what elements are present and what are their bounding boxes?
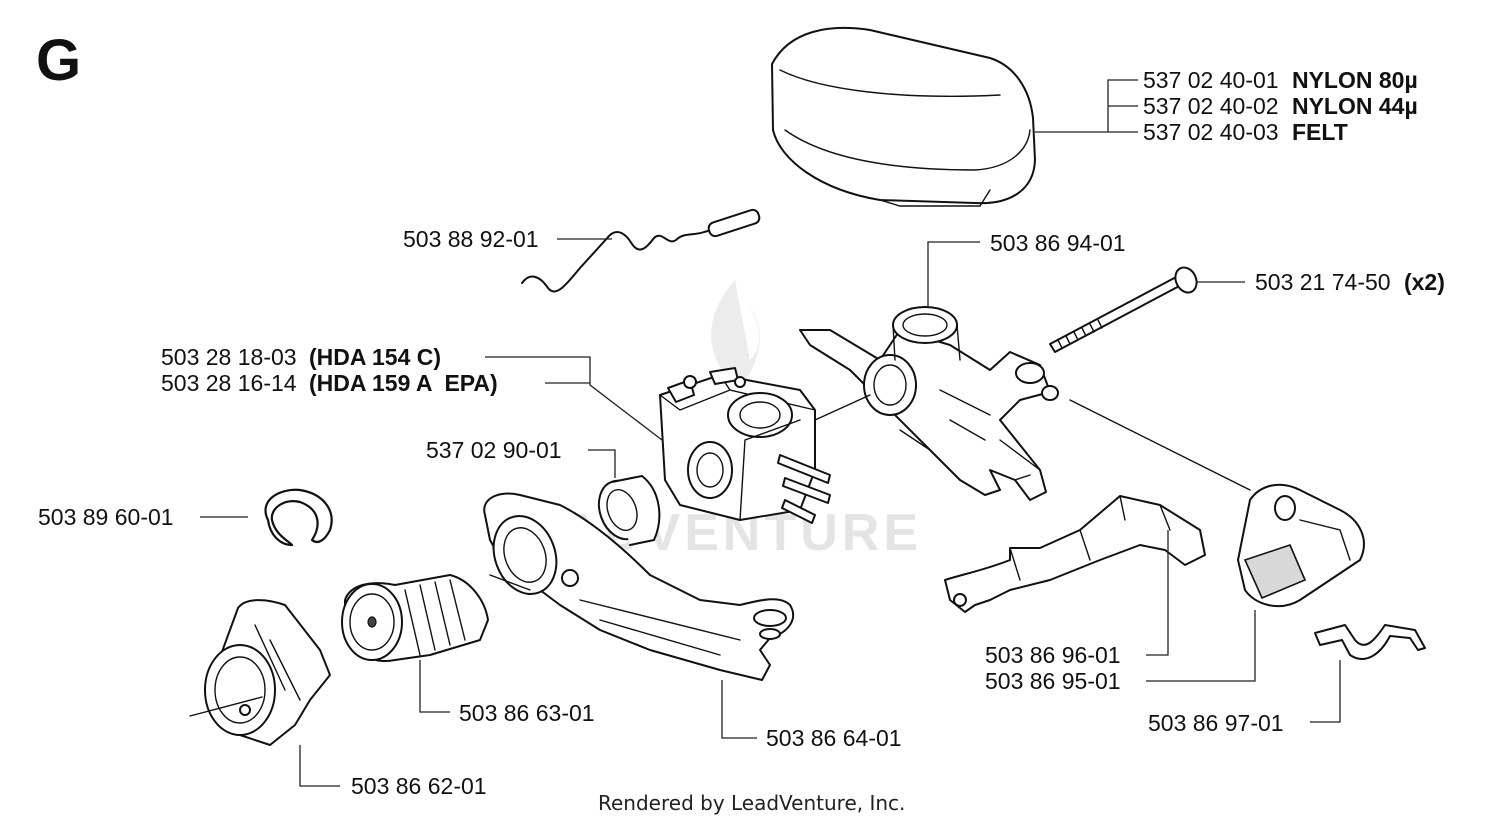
throttle-bracket-drawing[interactable] bbox=[1069, 399, 1365, 608]
part-desc: (HDA 159 A EPA) bbox=[309, 370, 498, 396]
part-number: 503 21 74-50 bbox=[1255, 269, 1391, 295]
screw-drawing[interactable] bbox=[1049, 264, 1201, 353]
footer-credit: Rendered by LeadVenture, Inc. bbox=[598, 791, 905, 815]
circlip-drawing[interactable] bbox=[264, 488, 333, 547]
label-carb-hda159: 503 28 16-14 (HDA 159 A EPA) bbox=[161, 370, 498, 396]
intake-boot-drawing[interactable] bbox=[341, 574, 489, 662]
air-filter-leaders bbox=[1035, 79, 1138, 133]
sleeve-leader bbox=[588, 449, 616, 478]
spring-clip-leader bbox=[1310, 660, 1341, 723]
label-carb-holder: 503 86 94-01 bbox=[990, 230, 1126, 256]
sleeve-drawing[interactable] bbox=[591, 474, 661, 546]
part-desc: NYLON 44µ bbox=[1292, 93, 1418, 119]
label-intake-flange: 503 86 64-01 bbox=[766, 725, 902, 751]
carb-leader bbox=[485, 356, 663, 441]
part-desc: FELT bbox=[1292, 119, 1348, 145]
label-air-filter-nylon44: 537 02 40-02 NYLON 44µ bbox=[1143, 93, 1418, 119]
bracket-leader bbox=[1146, 530, 1169, 656]
label-sleeve: 537 02 90-01 bbox=[426, 437, 562, 463]
label-air-filter-nylon80: 537 02 40-01 NYLON 80µ bbox=[1143, 67, 1418, 93]
wire-link-drawing[interactable] bbox=[521, 208, 761, 293]
part-desc: (x2) bbox=[1404, 269, 1445, 295]
part-number: 537 02 40-02 bbox=[1143, 93, 1279, 119]
carburetor-drawing[interactable] bbox=[659, 367, 871, 524]
carb-adjust-screws bbox=[667, 367, 831, 524]
part-number: 503 28 18-03 bbox=[161, 344, 297, 370]
air-filter-drawing[interactable] bbox=[771, 27, 1036, 207]
part-desc: (HDA 154 C) bbox=[309, 344, 441, 370]
label-circlip: 503 89 60-01 bbox=[38, 504, 174, 530]
flame-watermark-icon bbox=[711, 280, 760, 390]
intake-cover-leader bbox=[299, 745, 340, 787]
label-bracket-1: 503 86 96-01 bbox=[985, 642, 1121, 668]
part-number: 537 02 40-03 bbox=[1143, 119, 1279, 145]
intake-cover-drawing[interactable] bbox=[189, 599, 331, 746]
label-air-filter-felt: 537 02 40-03 FELT bbox=[1143, 119, 1348, 145]
carb-holder-drawing[interactable] bbox=[799, 306, 1059, 501]
label-bracket-2: 503 86 95-01 bbox=[985, 668, 1121, 694]
part-desc: NYLON 80µ bbox=[1292, 67, 1418, 93]
label-carb-hda154: 503 28 18-03 (HDA 154 C) bbox=[161, 344, 441, 370]
label-intake-boot: 503 86 63-01 bbox=[459, 700, 595, 726]
part-number: 503 28 16-14 bbox=[161, 370, 297, 396]
label-intake-cover: 503 86 62-01 bbox=[351, 773, 487, 799]
part-number: 537 02 40-01 bbox=[1143, 67, 1279, 93]
bracket-drawing[interactable] bbox=[944, 495, 1206, 613]
label-screw: 503 21 74-50 (x2) bbox=[1255, 269, 1445, 295]
intake-flange-drawing[interactable] bbox=[483, 492, 795, 681]
intake-boot-leader bbox=[419, 660, 450, 713]
bracket-leader-2 bbox=[1146, 610, 1256, 682]
spring-clip-drawing[interactable] bbox=[1314, 624, 1426, 660]
carb-holder-leader bbox=[927, 241, 980, 308]
label-spring-clip: 503 86 97-01 bbox=[1148, 710, 1284, 736]
intake-flange-leader bbox=[721, 680, 757, 739]
label-wire-link: 503 88 92-01 bbox=[403, 226, 539, 252]
section-letter: G bbox=[36, 28, 81, 93]
